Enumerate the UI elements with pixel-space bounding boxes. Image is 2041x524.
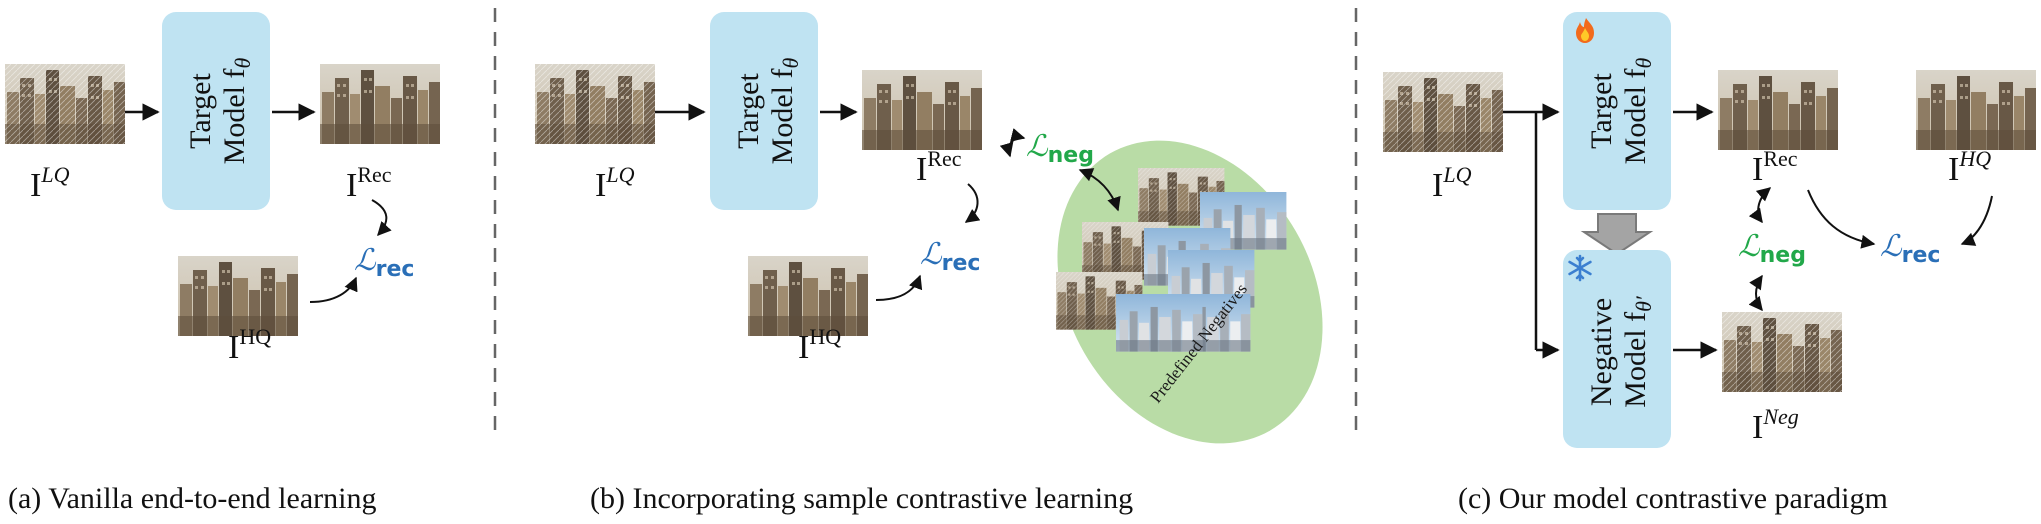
input-image-b: [535, 64, 655, 144]
arrow-hq-to-loss-a: [309, 276, 358, 303]
hq-label-b: IHQ: [798, 324, 841, 366]
panel-a: ILQ Target Model fθ IRec ℒrec IHQ (a) Va…: [5, 12, 440, 515]
arrow-rec-to-loss-a: [371, 199, 392, 237]
arrow-rec-to-lossrec-b: [964, 183, 981, 223]
input-image-c: [1383, 72, 1503, 152]
svg-text:Model fθ′: Model fθ′: [1619, 295, 1656, 408]
rec-image-b: [862, 70, 982, 150]
target-model-box-b: [710, 12, 818, 210]
caption-a: (a) Vanilla end-to-end learning: [8, 482, 376, 515]
input-label-c: ILQ: [1432, 162, 1472, 204]
rec-label-b: IRec: [916, 146, 962, 188]
arrow-neg-to-lossneg-c: [1748, 274, 1763, 312]
copy-arrow-c: [1580, 213, 1654, 256]
negative-model-label-c: Negative Model fθ′: [1585, 295, 1656, 408]
loss-rec-a: ℒrec: [354, 243, 414, 282]
panel-b: ILQ Target Model fθ IRec ℒrec IHQ ℒneg: [535, 12, 1323, 515]
input-label-b: ILQ: [595, 162, 635, 204]
svg-text:Model fθ: Model fθ: [218, 57, 255, 164]
svg-text:Target: Target: [1585, 73, 1618, 149]
hq-label-a: IHQ: [228, 324, 271, 366]
target-model-box-a: [162, 12, 270, 210]
hq-label-c: IHQ: [1948, 146, 1991, 188]
svg-text:Negative: Negative: [1585, 298, 1618, 406]
target-model-label-b: Target Model fθ: [732, 57, 803, 164]
arrow-rec-to-lossneg-c: [1748, 187, 1772, 224]
svg-text:Target: Target: [184, 73, 217, 149]
panel-c: ILQ Target Model fθ Negative Model fθ′: [1383, 12, 2036, 515]
target-model-box-c: [1563, 12, 1671, 210]
rec-image-c: [1718, 70, 1838, 150]
neg-image-c: [1722, 312, 1842, 392]
caption-c: (c) Our model contrastive paradigm: [1458, 482, 1888, 515]
svg-text:Target: Target: [732, 73, 765, 149]
fire-icon: [1576, 18, 1594, 43]
hq-image-b: [748, 256, 868, 336]
loss-neg-c: ℒneg: [1738, 229, 1806, 268]
caption-b: (b) Incorporating sample contrastive lea…: [590, 482, 1133, 515]
rec-label-a: IRec: [346, 162, 392, 204]
rec-label-c: IRec: [1752, 146, 1798, 188]
arrow-hq-to-lossrec-c: [1960, 195, 1993, 246]
rec-image-a: [320, 64, 440, 144]
arrow-rec-to-lossrec-c: [1807, 189, 1876, 249]
input-image-a: [5, 64, 125, 144]
target-model-label-a: Target Model fθ: [184, 57, 255, 164]
arrow-hq-to-lossrec-b: [875, 274, 923, 301]
loss-rec-c: ℒrec: [1880, 229, 1940, 268]
snowflake-icon: [1568, 254, 1592, 282]
loss-rec-b: ℒrec: [920, 237, 980, 276]
input-label-a: ILQ: [30, 162, 70, 204]
hq-image-a: [178, 256, 298, 336]
arrow-lossneg-to-negatives-b: [1078, 168, 1121, 212]
hq-image-c: [1916, 70, 2036, 150]
svg-text:Model fθ: Model fθ: [766, 57, 803, 164]
svg-text:Model fθ: Model fθ: [1619, 57, 1656, 164]
loss-neg-b: ℒneg: [1026, 129, 1094, 168]
negative-model-box-c: [1563, 250, 1671, 448]
negative-samples: [1056, 168, 1287, 352]
arrow-rec-to-lossneg-b: [999, 128, 1026, 158]
neg-label-c: INeg: [1752, 404, 1799, 446]
target-model-label-c: Target Model fθ: [1585, 57, 1656, 164]
